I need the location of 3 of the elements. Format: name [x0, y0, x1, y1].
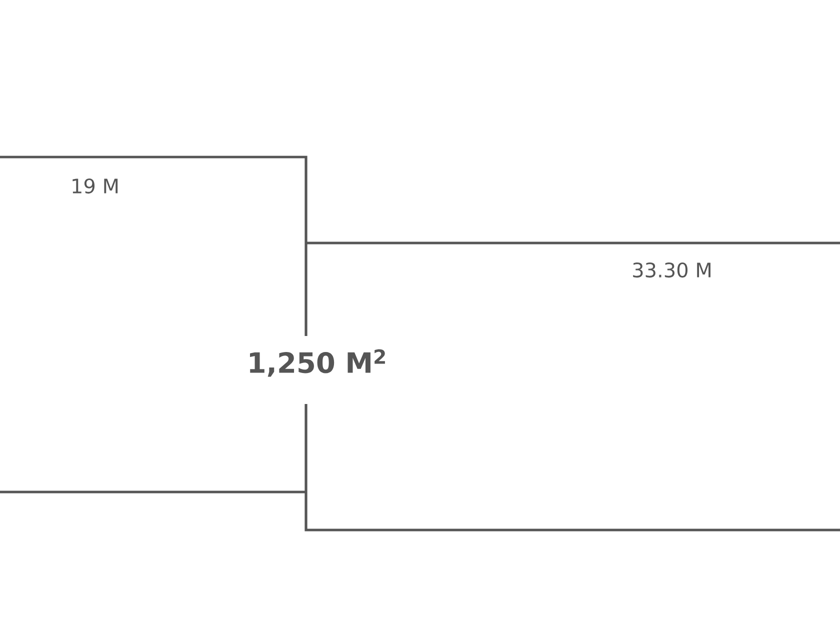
area-label: 1,250 M$^{2}$ [250, 349, 385, 377]
dimension-label: 19 M [72, 178, 118, 194]
dimension-label: 33.30 M [633, 262, 710, 278]
